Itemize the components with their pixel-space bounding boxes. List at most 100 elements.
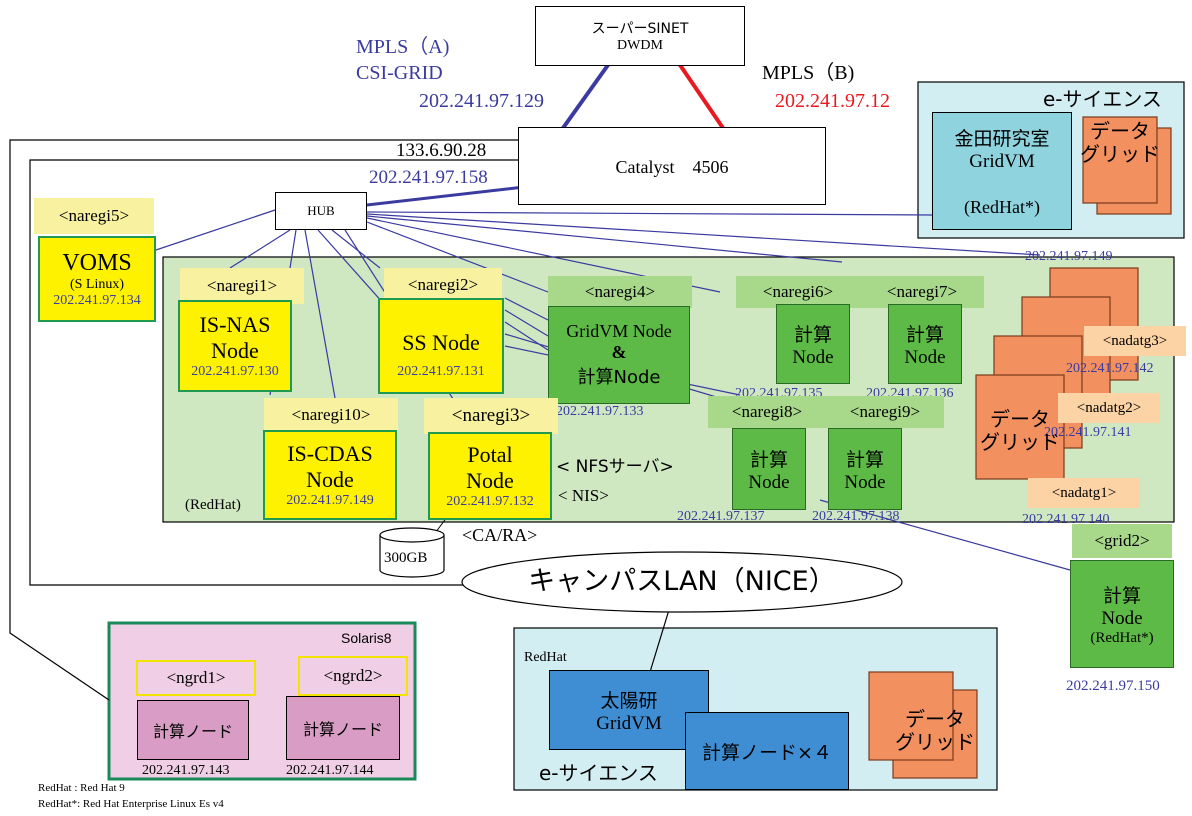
ca-ra-label: <CA/RA>: [462, 525, 538, 545]
campus-lan-label: キャンパスLAN（NICE）: [528, 566, 836, 597]
nadatg2-tag: <nadatg2>: [1058, 393, 1160, 423]
naregi8-node: 計算 Node: [732, 428, 806, 510]
catalyst-ip-black: 133.6.90.28: [396, 140, 487, 161]
hub-box: HUB: [275, 192, 367, 230]
naregi2-tag: <naregi2>: [384, 268, 502, 302]
sinet-dwdm-box: スーパーSINET DWDM: [535, 6, 745, 66]
is-cdas-line2: Node: [306, 467, 354, 492]
mpls-a-label: MPLS（A): [356, 36, 450, 58]
naregi9-line2: Node: [844, 471, 886, 493]
escience-top-title: e-サイエンス: [1043, 87, 1162, 111]
datagrid-top-label: データ グリッド: [1080, 119, 1160, 166]
potal-node: Potal Node 202.241.97.132: [428, 432, 552, 520]
voms-os: (S Linux): [69, 276, 125, 292]
ss-node-ip: 202.241.97.131: [397, 364, 485, 379]
is-nas-node: IS-NAS Node 202.241.97.130: [178, 300, 292, 392]
nadatg1-tag: <nadatg1>: [1028, 478, 1140, 508]
datagrid-bottom-label: データ グリッド: [893, 708, 977, 754]
taiyo-gridvm-label: GridVM: [596, 712, 662, 734]
cable-catalyst-campus: [29, 159, 524, 586]
is-nas-line2: Node: [211, 338, 259, 363]
datagrid-bottom-line1: データ: [905, 707, 965, 731]
naregi6-line1: 計算: [793, 323, 832, 346]
catalyst-ip-blue: 202.241.97.158: [369, 167, 488, 188]
ngrd1-tag: <ngrd1>: [136, 660, 256, 696]
naregi8-line1: 計算: [749, 448, 788, 471]
datagrid-right-line2: グリッド: [980, 430, 1060, 454]
catalyst-label: Catalyst 4506: [615, 157, 729, 177]
naregi4-tag: <naregi4>: [548, 276, 692, 308]
naregi6-7-tag-bar: <naregi6> <naregi7>: [736, 276, 984, 308]
datagrid-top-line2: グリッド: [1080, 142, 1160, 166]
taiyo-lab-label: 太陽研: [600, 689, 658, 712]
grid2-line2: Node: [1101, 608, 1143, 629]
voms-node: VOMS (S Linux) 202.241.97.134: [38, 236, 156, 322]
gridvm-node-line3: 計算Node: [577, 367, 661, 388]
escience-bottom-os: RedHat: [524, 650, 567, 665]
mpls-a-ip: 202.241.97.129: [419, 90, 544, 112]
ngrd2-tag: <ngrd2>: [298, 656, 408, 696]
naregi8-tag: <naregi8>: [731, 402, 803, 421]
dwdm-label: DWDM: [617, 38, 663, 53]
gridvm-node-line1: GridVM Node: [566, 321, 672, 341]
disk-300gb-shape: [379, 527, 445, 578]
cable-mpls-b: [678, 63, 725, 130]
naregi6-tag: <naregi6>: [762, 282, 834, 301]
naregi9-tag: <naregi9>: [849, 402, 921, 421]
is-cdas-line1: IS-CDAS: [287, 441, 373, 466]
datagrid-ip-top: 202.241.97.149: [1025, 249, 1113, 264]
grid2-ip: 202.241.97.150: [1066, 678, 1160, 694]
mpls-b-ip: 202.241.97.12: [775, 90, 890, 112]
solaris-title: Solaris8: [341, 630, 392, 646]
disk-300gb-label: 300GB: [384, 550, 428, 566]
campus-lan-ellipse: [461, 551, 903, 613]
mpls-b-label: MPLS（B): [762, 62, 855, 84]
grid2-node: 計算 Node (RedHat*): [1070, 560, 1174, 668]
escience-bottom-title: e-サイエンス: [539, 761, 658, 785]
cable-mpls-a: [561, 63, 610, 130]
compute-nodes-x4-box: 計算ノード×４: [685, 712, 849, 790]
ss-node-label: SS Node: [402, 330, 480, 355]
voms-ip: 202.241.97.134: [53, 292, 141, 308]
compute-nodes-x4-label: 計算ノード×４: [702, 741, 832, 764]
naregi9-node: 計算 Node: [828, 428, 902, 510]
ngrd1-node: 計算ノード: [137, 700, 249, 760]
potal-line2: Node: [466, 468, 514, 493]
grid2-tag: <grid2>: [1072, 524, 1172, 558]
naregi8-line2: Node: [748, 471, 790, 493]
naregi9-line1: 計算: [845, 448, 884, 471]
naregi7-line2: Node: [904, 346, 946, 368]
nadatg2-ip: 202.241.97.141: [1044, 425, 1132, 440]
ss-node: SS Node 202.241.97.131: [378, 298, 504, 394]
naregi1-tag: <naregi1>: [180, 268, 304, 304]
gridvm-calc-node: GridVM Node & 計算Node: [548, 306, 690, 404]
note-redhat-star: RedHat*: Red Hat Enterprise Linux Es v4: [38, 798, 224, 810]
taiyo-lab-gridvm-box: 太陽研 GridVM: [549, 670, 709, 750]
naregi8-9-tag-bar: <naregi8> <naregi9>: [708, 396, 944, 428]
datagrid-stack-bottom: [868, 671, 978, 779]
is-nas-ip: 202.241.97.130: [191, 364, 279, 379]
cable-catalyst-hub: [366, 185, 525, 207]
nadatg3-ip: 202.241.97.142: [1066, 361, 1154, 376]
datagrid-stack-top: [1082, 116, 1172, 215]
kaneda-os-label: (RedHat*): [964, 197, 1040, 217]
cable-catalyst-solaris: [9, 139, 524, 701]
hub-label: HUB: [307, 203, 335, 218]
ngrd2-node: 計算ノード: [286, 696, 400, 760]
is-nas-line1: IS-NAS: [199, 312, 271, 337]
naregi10-tag: <naregi10>: [264, 398, 398, 432]
note-redhat: RedHat : Red Hat 9: [38, 782, 125, 794]
nfs-server-label: < NFSサーバ>: [556, 457, 674, 477]
cluster-os-label: (RedHat): [185, 497, 241, 513]
naregi5-tag: <naregi5>: [34, 198, 154, 234]
is-cdas-ip: 202.241.97.149: [286, 493, 374, 508]
nadatg1-ip: 202.241.97.140: [1022, 512, 1110, 527]
naregi7-line1: 計算: [905, 323, 944, 346]
naregi6-node: 計算 Node: [776, 304, 850, 384]
naregi9-ip: 202.241.97.138: [812, 509, 900, 524]
datagrid-right-line1: データ: [990, 407, 1050, 431]
ngrd2-ip: 202.241.97.144: [286, 763, 374, 778]
potal-ip: 202.241.97.132: [446, 494, 534, 509]
datagrid-top-line1: データ: [1090, 119, 1150, 143]
is-cdas-node: IS-CDAS Node 202.241.97.149: [263, 430, 397, 520]
